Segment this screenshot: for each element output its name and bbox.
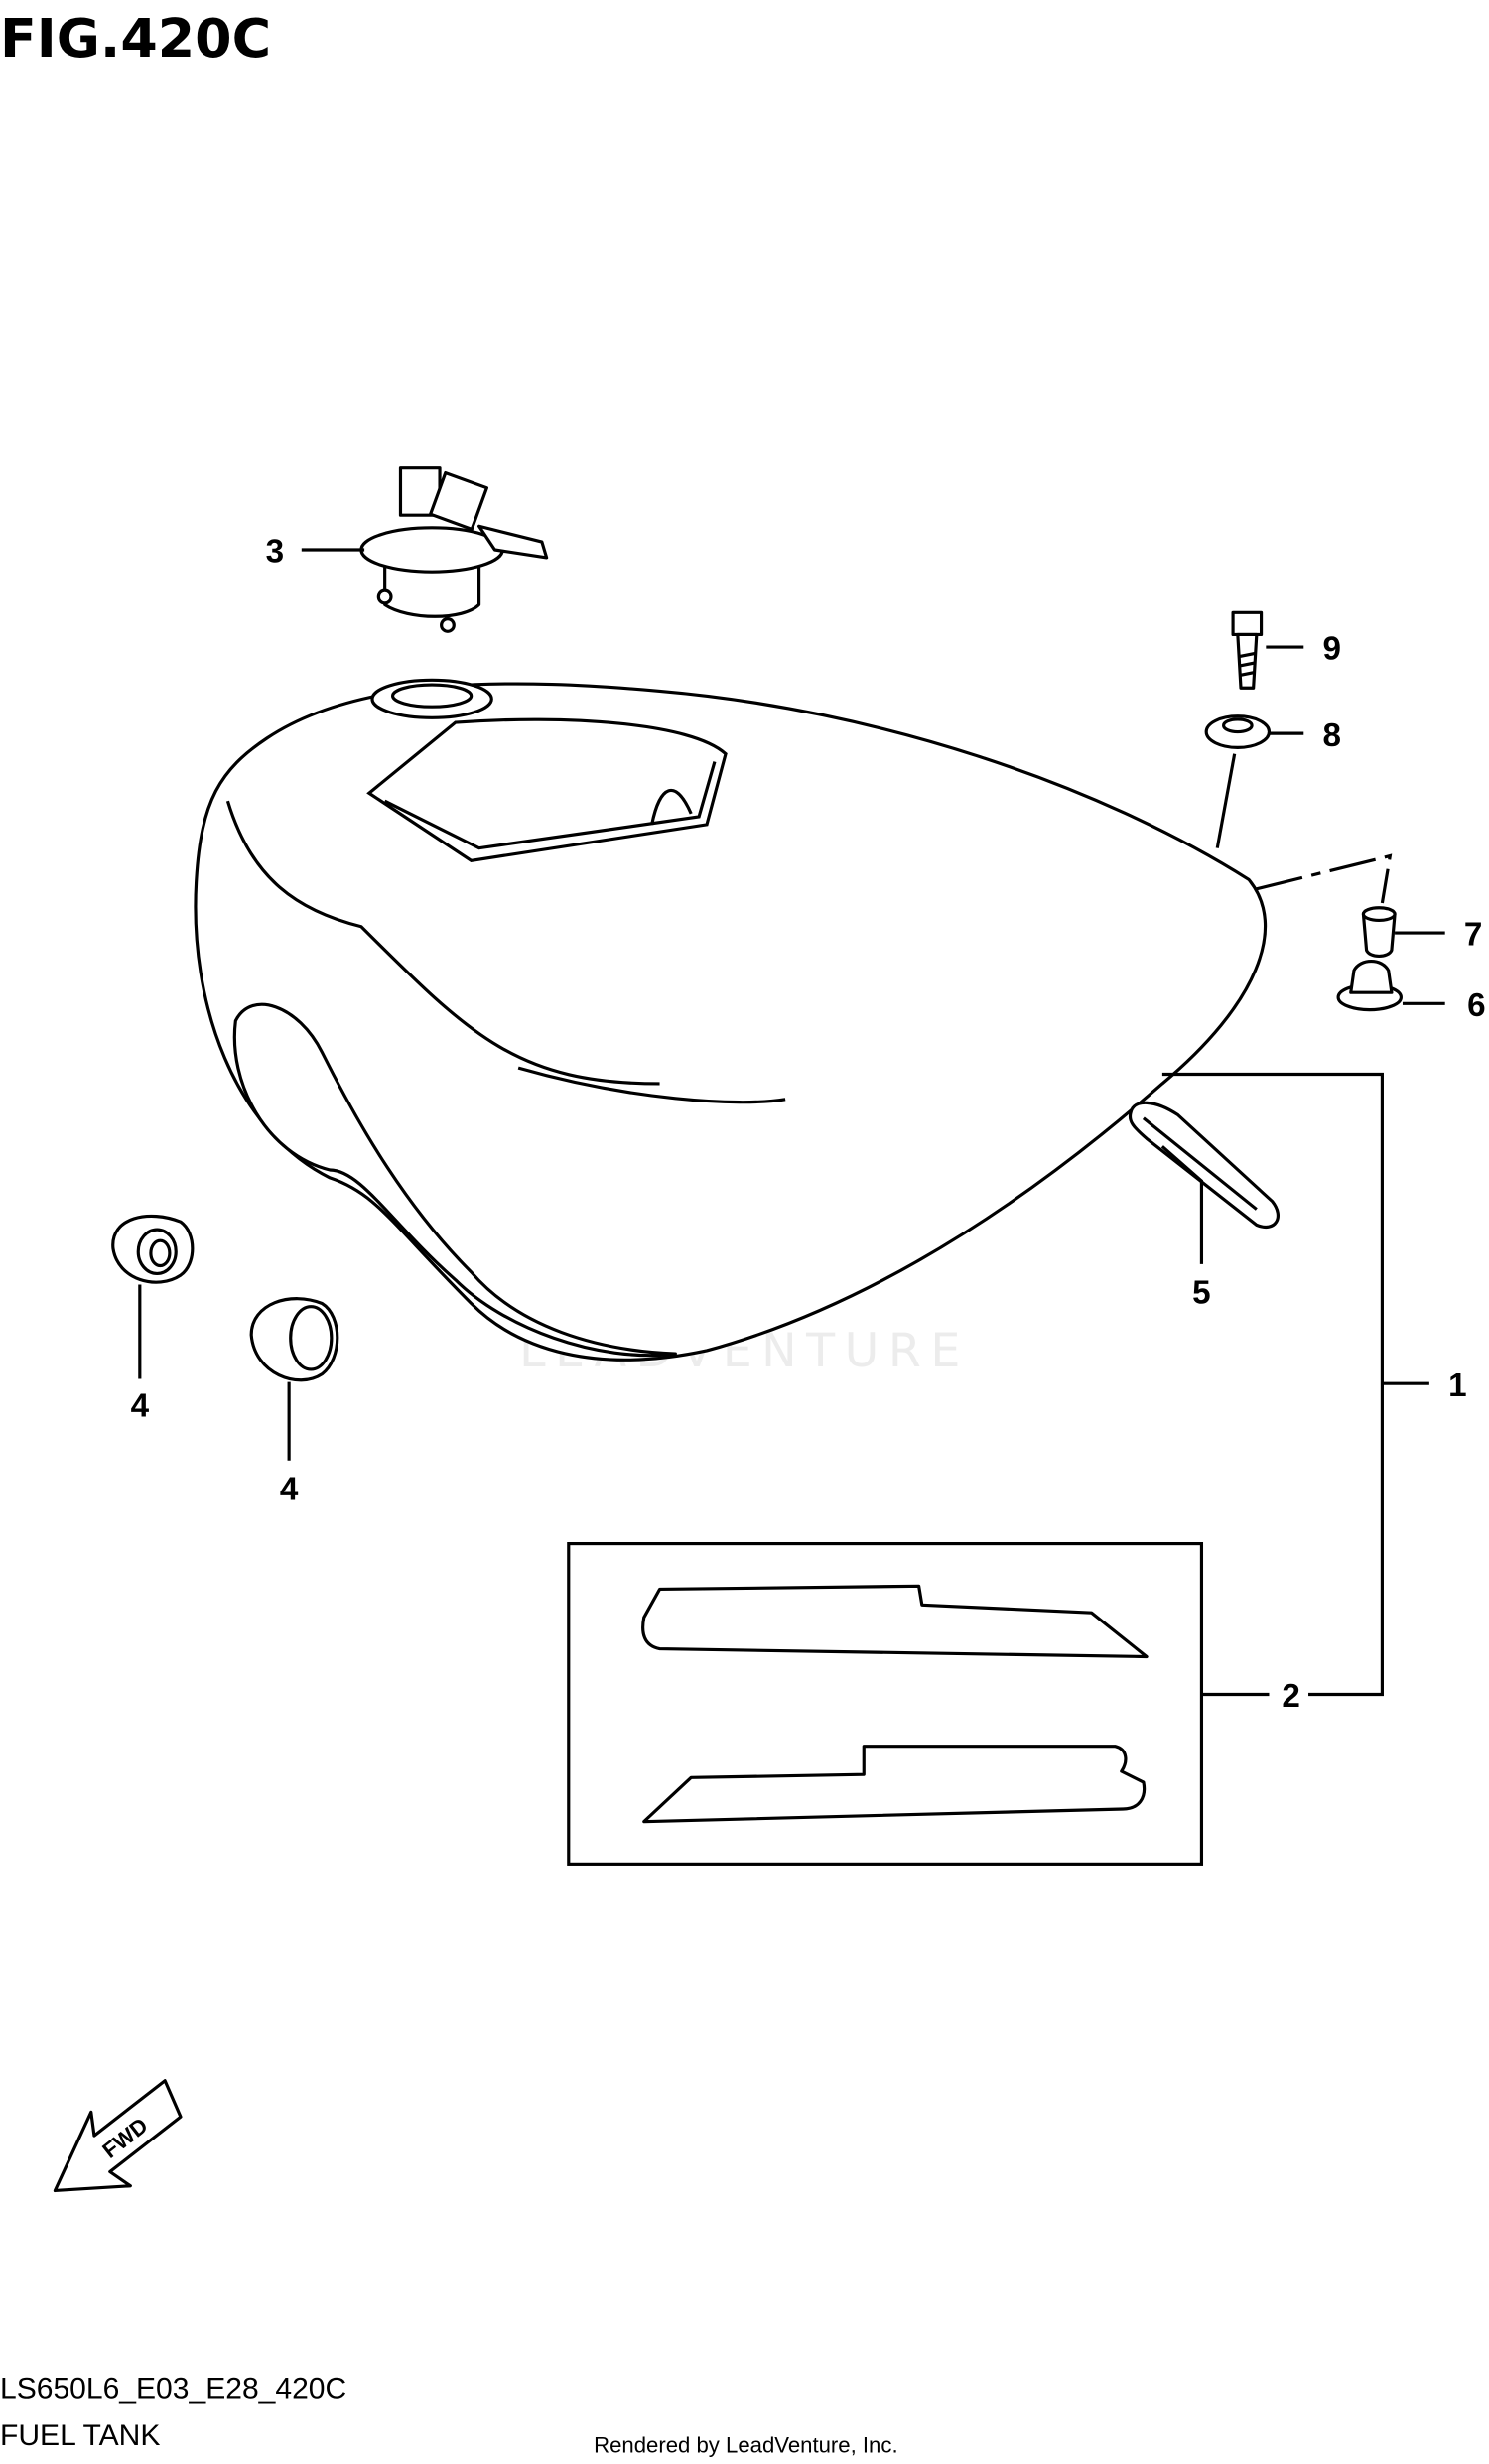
fuel-tank[interactable] <box>194 678 1268 1362</box>
fuel-cap-with-keys[interactable] <box>359 466 549 633</box>
bolt[interactable] <box>1231 610 1264 690</box>
callout-1[interactable]: 1 <box>1448 1367 1466 1404</box>
leader-line-5 <box>1160 1145 1204 1264</box>
forward-arrow-icon: FWD <box>53 2079 183 2193</box>
tank-cushion-strip[interactable] <box>1128 1101 1280 1229</box>
grommet[interactable] <box>1204 714 1272 749</box>
callout-6[interactable]: 6 <box>1467 987 1485 1024</box>
callout-8[interactable]: 8 <box>1323 717 1341 754</box>
rubber-cap-a[interactable] <box>111 1214 195 1284</box>
cushion[interactable] <box>1336 959 1403 1012</box>
rubber-cap-b[interactable] <box>249 1297 339 1382</box>
callout-4b[interactable]: 4 <box>280 1471 299 1507</box>
callout-4a[interactable]: 4 <box>131 1387 150 1424</box>
callout-5[interactable]: 5 <box>1192 1274 1210 1311</box>
callout-2[interactable]: 2 <box>1282 1678 1299 1715</box>
figure-title: FIG.420C <box>0 7 271 69</box>
collar[interactable] <box>1361 906 1397 958</box>
model-code: LS650L6_E03_E28_420C <box>0 2372 346 2404</box>
section-name: FUEL TANK <box>0 2419 160 2452</box>
assembly-line <box>1215 753 1237 848</box>
tank-emblem-decals[interactable] <box>641 1584 1149 1824</box>
callout-3[interactable]: 3 <box>266 534 284 571</box>
callout-9[interactable]: 9 <box>1323 631 1341 668</box>
decal-box <box>567 1542 1204 1866</box>
credit-text: Rendered by LeadVenture, Inc. <box>594 2433 898 2458</box>
callout-7[interactable]: 7 <box>1464 917 1482 954</box>
assembly-line-dashed <box>1256 853 1393 904</box>
